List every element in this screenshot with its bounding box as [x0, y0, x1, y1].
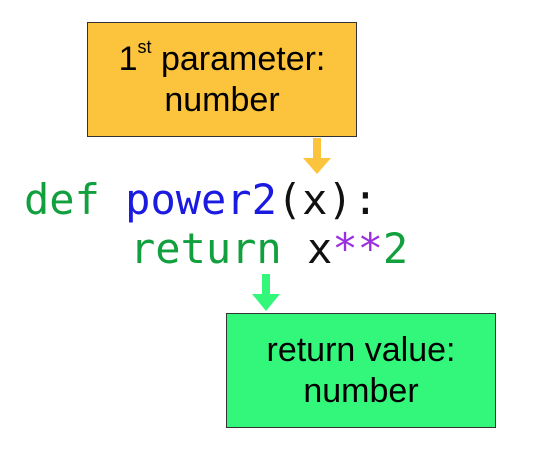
- power-operator: **: [332, 224, 383, 273]
- return-label: return value:: [266, 330, 456, 369]
- exponent-number: 2: [382, 224, 409, 273]
- return-keyword: return: [130, 224, 282, 273]
- code-line-def: def power2(x):: [24, 176, 378, 224]
- code-space: [282, 224, 307, 273]
- def-keyword: def: [24, 175, 100, 224]
- parameter-ordinal-suffix: st: [137, 37, 152, 58]
- return-variable: x: [307, 224, 333, 273]
- code-space: [100, 175, 125, 224]
- code-line-return: return x**2: [130, 225, 408, 273]
- function-name: power2: [125, 175, 277, 224]
- parameter-callout-box: 1st parameter: number: [87, 22, 357, 137]
- return-callout-box: return value: number: [226, 313, 496, 428]
- parameter-ordinal-number: 1: [118, 39, 138, 78]
- function-params: (x):: [276, 175, 379, 224]
- return-type: number: [303, 371, 419, 410]
- parameter-label: parameter:: [151, 39, 326, 78]
- parameter-callout-line1: 1st parameter:: [118, 37, 326, 80]
- parameter-arrow-icon: [303, 138, 331, 174]
- parameter-type: number: [164, 80, 280, 119]
- return-arrow-icon: [252, 274, 280, 311]
